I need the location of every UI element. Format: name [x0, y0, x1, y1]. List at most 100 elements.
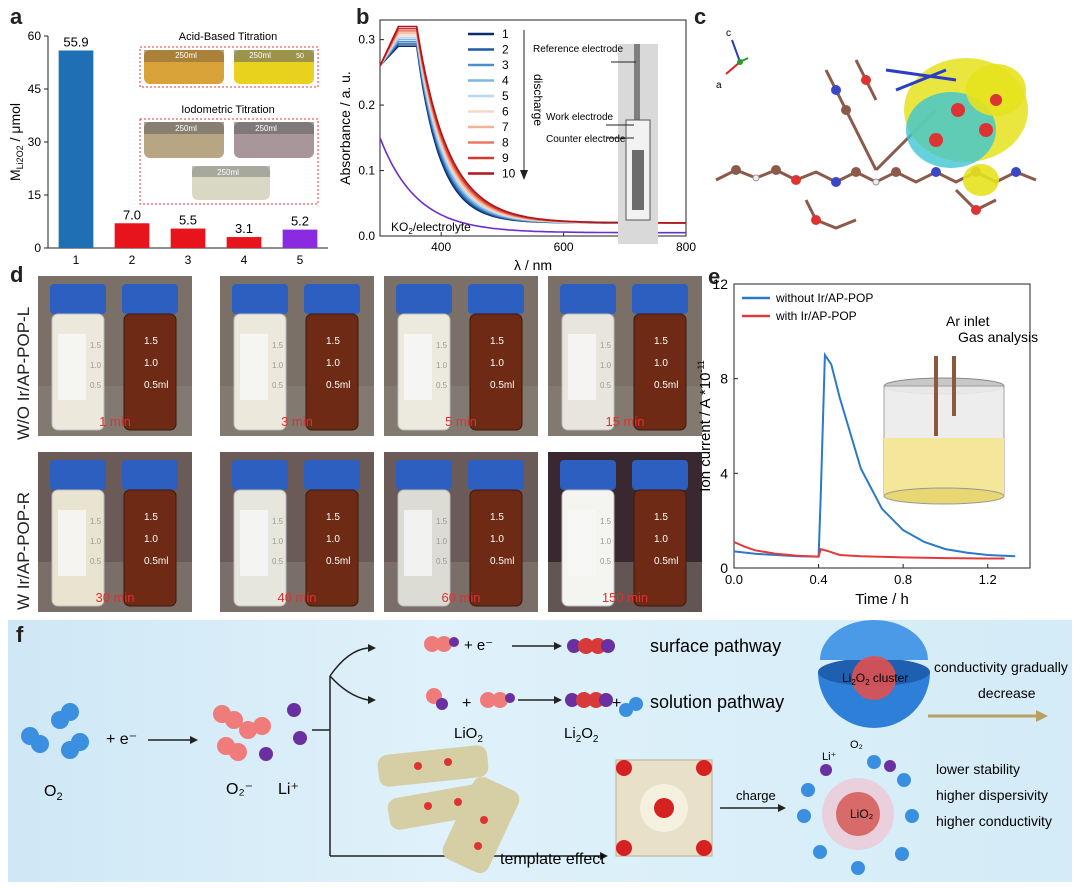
white-vial-mark: 1.5	[600, 517, 612, 526]
cap-brown-vial	[632, 284, 688, 314]
solution-pathway-label: solution pathway	[650, 692, 784, 712]
gas-analysis-label: Gas analysis	[958, 329, 1038, 345]
counter-electrode-label: Counter electrode	[546, 134, 626, 145]
time-label: 40 min	[277, 590, 316, 605]
panel-d-label: d	[10, 262, 24, 287]
row-label-bottom: W Ir/AP-POP-R	[14, 491, 33, 610]
b-legend-label: 5	[502, 89, 509, 103]
a-ytick-label: 0	[34, 241, 41, 255]
work-electrode-label: Work electrode	[546, 112, 614, 123]
e-xtick-label: 0.8	[894, 572, 912, 587]
b-legend-label: 2	[502, 43, 509, 57]
white-vial-mark: 1.5	[272, 517, 284, 526]
a-bar	[170, 228, 206, 248]
a-bar	[282, 229, 318, 248]
surface-product	[567, 638, 615, 654]
o2-label: O2	[44, 783, 63, 803]
scheme-panel: f O2 + e⁻ O₂⁻ Li⁺	[8, 620, 1072, 882]
b-xtick-label: 800	[676, 240, 696, 254]
acid-beaker-right-label: 250ml	[249, 51, 271, 60]
e-legend-label: with Ir/AP-POP	[775, 309, 857, 323]
electrode-photo	[618, 44, 658, 244]
white-vial-label	[568, 510, 596, 576]
e-ylabel: Ion current / A *10-11	[696, 360, 714, 492]
brown-vial-mark: 0.5ml	[326, 380, 350, 391]
b-legend-label: 9	[502, 151, 509, 165]
row-label-top: W/O Ir/AP-POP-L	[14, 306, 33, 440]
white-vial-mark: 1.0	[436, 537, 448, 546]
li2o2-cluster-sphere	[818, 620, 930, 728]
cap-white-vial	[232, 460, 288, 490]
e-frame	[733, 283, 1031, 569]
b-legend-label: 3	[502, 58, 509, 72]
acid-frame	[139, 46, 319, 88]
brown-vial-body	[305, 313, 359, 431]
white-vial-label	[240, 334, 268, 400]
b-ytick-label: 0.1	[358, 164, 375, 178]
time-label: 150 min	[602, 590, 648, 605]
solution-arrow-head	[554, 696, 562, 704]
white-vial-label	[404, 334, 432, 400]
cap-brown-vial	[468, 284, 524, 314]
iodo-beaker-right-label: 250ml	[255, 124, 277, 133]
white-vial-mark: 1.5	[600, 341, 612, 350]
b-legend-label: 8	[502, 136, 509, 150]
surface-plus-electron: + e⁻	[464, 637, 493, 654]
a-ylabel: MLi2O2 / μmol	[7, 103, 25, 181]
b-ytick-label: 0.3	[358, 33, 375, 47]
brown-vial-mark: 0.5ml	[654, 556, 678, 567]
brown-vial-mark: 0.5ml	[490, 380, 514, 391]
e-ytick-label: 12	[712, 276, 728, 292]
b-xtick-label: 400	[431, 240, 451, 254]
electron-density-cloud	[885, 58, 1028, 196]
charge-arrow-head	[778, 804, 786, 812]
white-vial-mark: 0.5	[600, 557, 612, 566]
cap-white-vial	[396, 284, 452, 314]
white-vial-mark: 1.5	[90, 341, 102, 350]
white-vial-mark: 1.0	[600, 537, 612, 546]
a-ytick-label: 15	[28, 188, 42, 202]
white-vial-mark: 1.0	[272, 361, 284, 370]
white-vial-label	[58, 334, 86, 400]
white-vial-mark: 1.5	[272, 341, 284, 350]
white-vial-mark: 0.5	[90, 381, 102, 390]
property-3: higher conductivity	[936, 813, 1052, 829]
b-frame	[379, 19, 687, 237]
a-bar-value: 7.0	[123, 207, 141, 222]
panel-e-label: e	[708, 264, 721, 289]
white-vial-mark: 0.5	[272, 381, 284, 390]
plus-electron: + e⁻	[106, 731, 137, 748]
template-rods	[377, 745, 520, 874]
cluster-label: Li2O2 cluster	[842, 671, 908, 687]
white-vial-mark: 1.0	[600, 361, 612, 370]
a-bar	[58, 50, 94, 249]
e-ytick-label: 8	[720, 371, 728, 387]
iodo-beaker-right	[234, 122, 314, 158]
a-category-label: 4	[241, 253, 248, 267]
white-vial-mark: 0.5	[600, 381, 612, 390]
panel-b-label: b	[356, 4, 370, 29]
a-category-label: 1	[73, 253, 80, 267]
a-category-label: 5	[297, 253, 304, 267]
a-bar-value: 5.2	[291, 214, 309, 229]
brown-vial-mark: 0.5ml	[326, 556, 350, 567]
a-category-label: 2	[129, 253, 136, 267]
brown-vial-mark: 1.0	[490, 358, 504, 369]
a-ytick-label: 45	[28, 82, 42, 96]
time-label: 1 min	[99, 414, 131, 429]
surface-arrow-head	[554, 642, 562, 650]
brown-vial-body	[633, 313, 687, 431]
white-vial-mark: 0.5	[90, 557, 102, 566]
b-ko2-annotation: KO2/electrolyte	[391, 220, 471, 236]
